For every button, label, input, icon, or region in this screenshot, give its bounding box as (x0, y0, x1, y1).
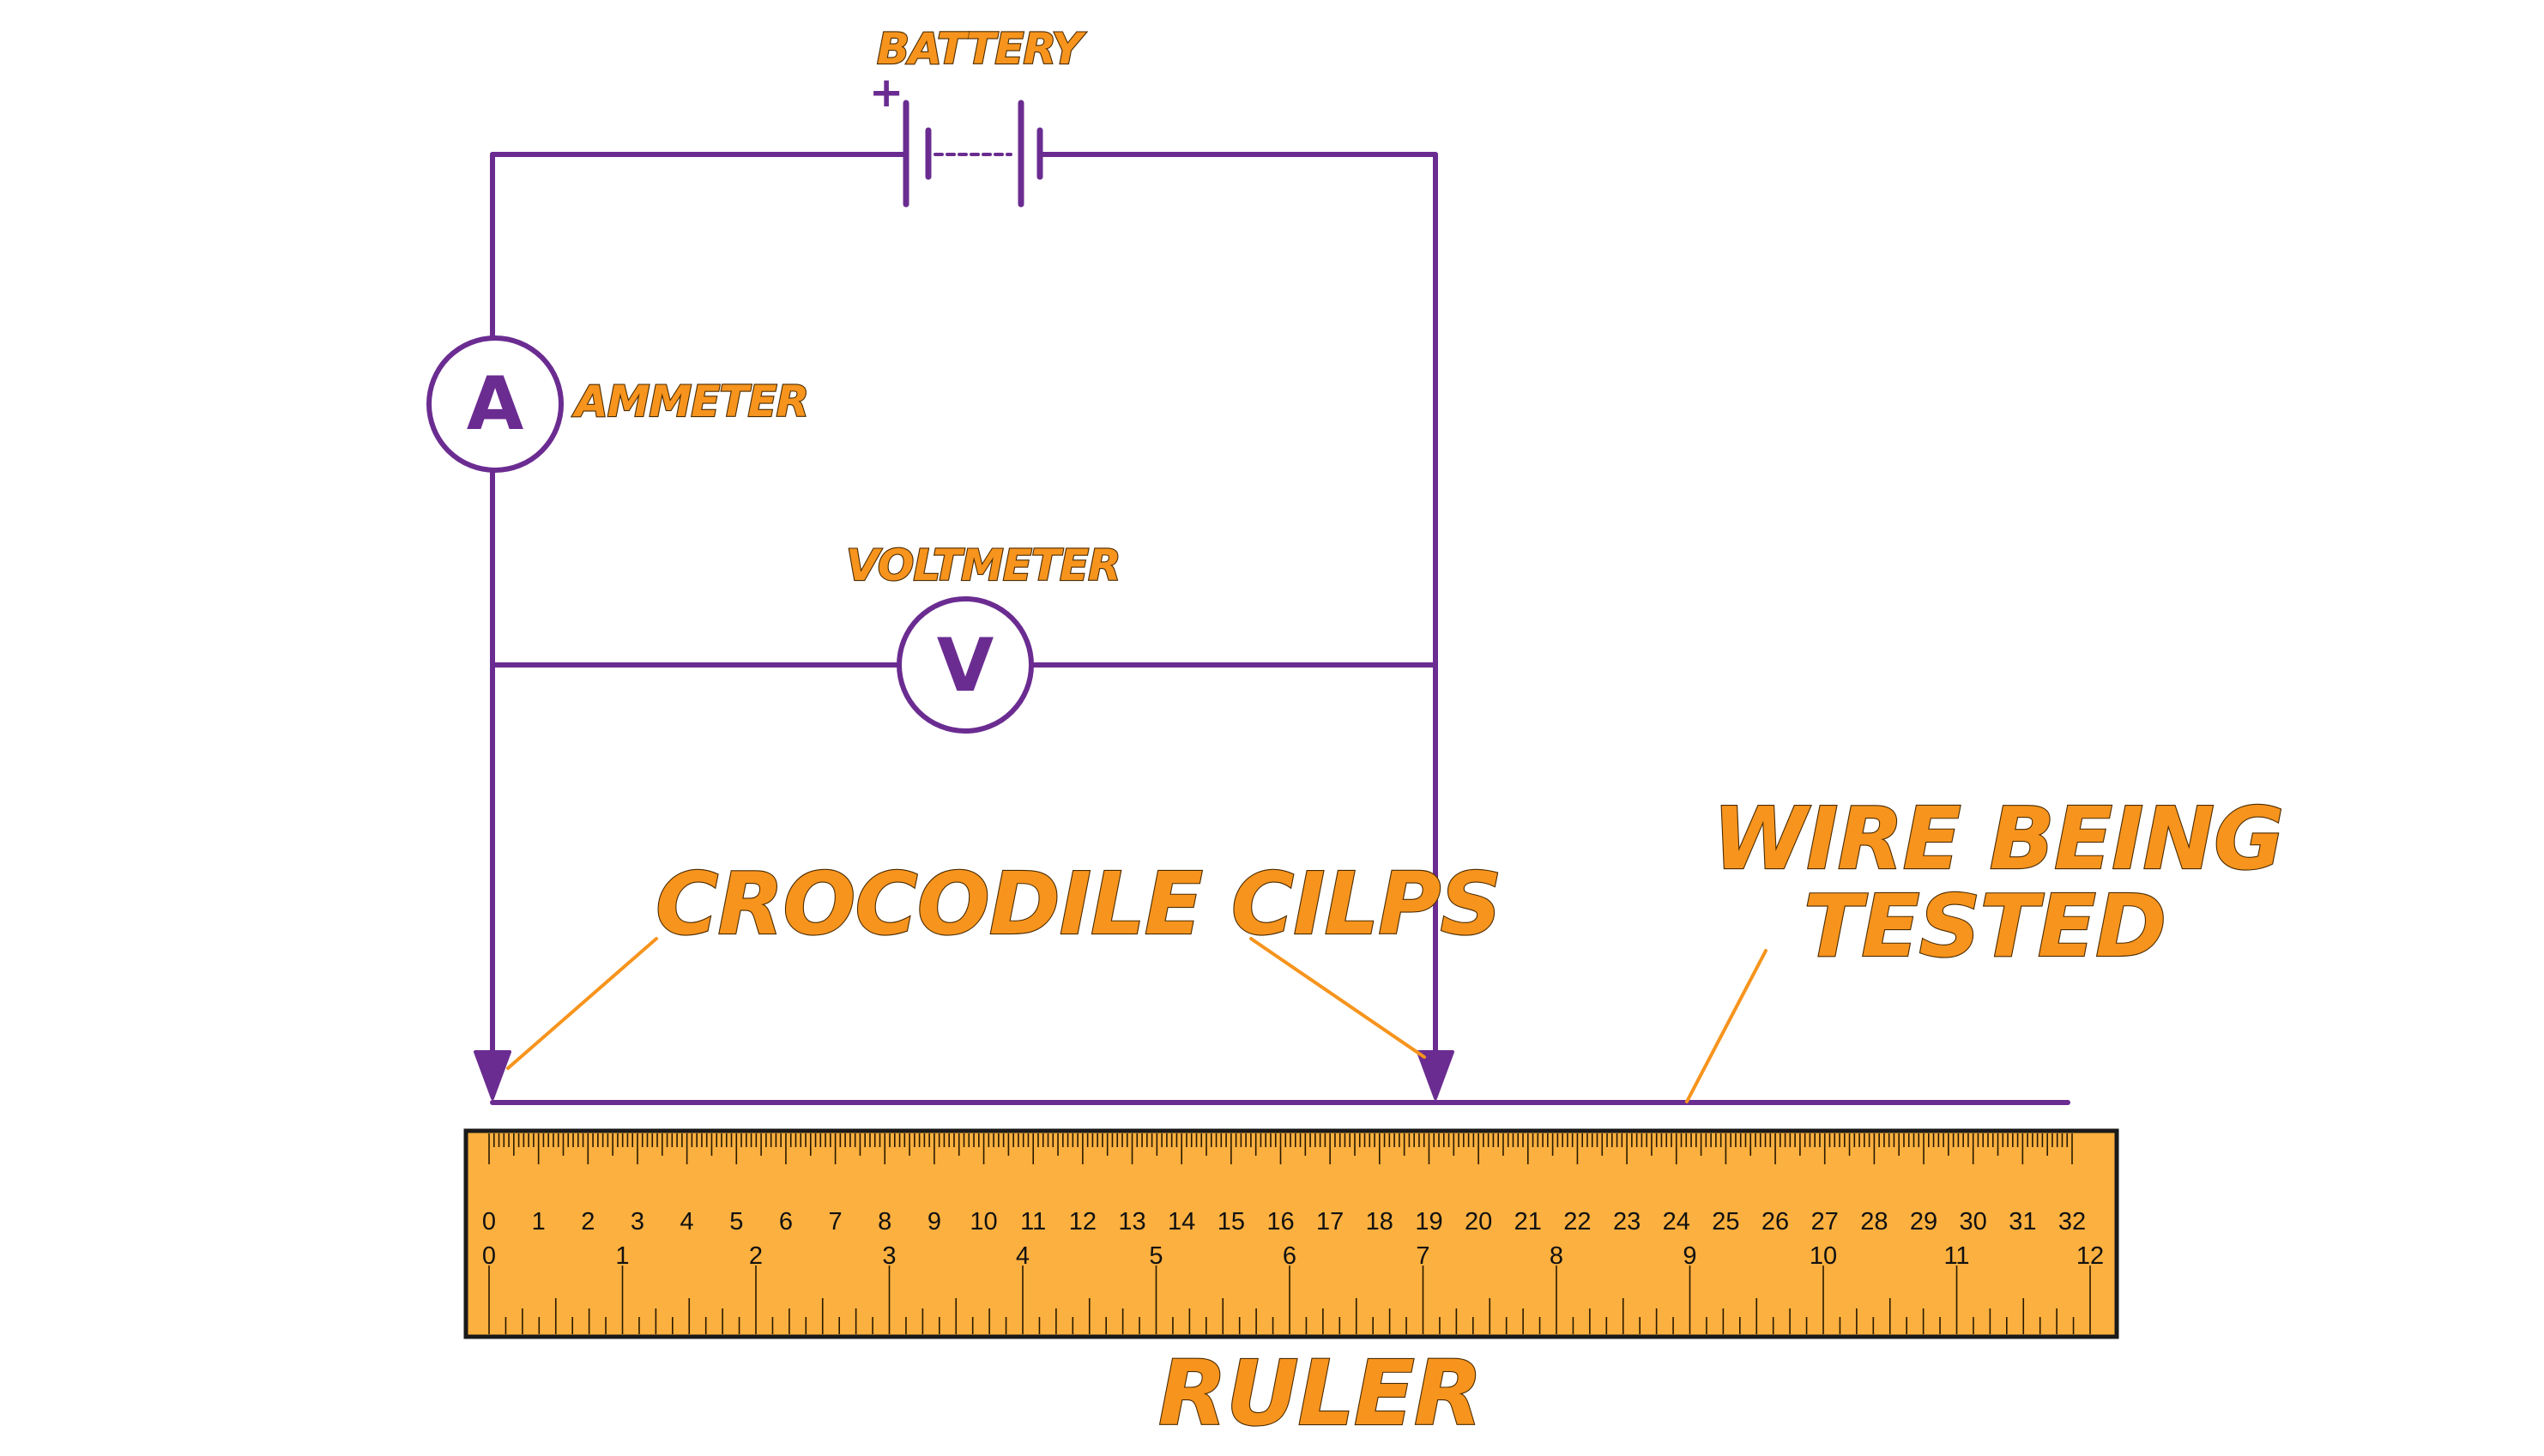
ammeter-symbol: A (467, 361, 524, 447)
ruler-cm-number: 4 (680, 1208, 694, 1235)
ruler-cm-number: 2 (581, 1208, 595, 1235)
ruler-cm-number: 30 (1960, 1208, 1987, 1235)
ruler-cm-number: 6 (779, 1208, 793, 1235)
ruler-cm-number: 26 (1761, 1208, 1789, 1235)
ruler-cm-number: 32 (2058, 1208, 2086, 1235)
ammeter-circle (426, 335, 564, 473)
ruler-cm-number: 24 (1663, 1208, 1690, 1235)
ruler-cm-number: 29 (1910, 1208, 1937, 1235)
ruler-inch-number: 11 (1943, 1242, 1969, 1270)
ruler-cm-number: 7 (829, 1208, 843, 1235)
ruler-cm-number: 17 (1316, 1208, 1344, 1235)
ruler-inch-number: 9 (1683, 1242, 1696, 1270)
ruler-cm-number: 5 (729, 1208, 743, 1235)
ruler-cm-number: 14 (1168, 1208, 1195, 1235)
ruler-cm-number: 1 (532, 1208, 546, 1235)
crocodile-clips-label: CROCODILE CILPS (656, 854, 1502, 954)
ruler-inch-number: 0 (482, 1242, 496, 1270)
ruler-cm-number: 31 (2009, 1208, 2036, 1235)
voltmeter-circle (897, 596, 1034, 734)
ruler-cm-number: 23 (1613, 1208, 1641, 1235)
battery-plus-sign: + (869, 69, 903, 117)
crocodile-clip-left (474, 1050, 511, 1100)
pointer-test-wire (1685, 949, 1768, 1103)
ruler-inch-number: 5 (1149, 1242, 1163, 1270)
ruler-inch-number: 4 (1016, 1242, 1030, 1270)
crocodile-clip-right (1417, 1050, 1454, 1100)
voltmeter: V (897, 596, 1034, 734)
ruler-inch-number: 6 (1283, 1242, 1296, 1270)
ruler-inch-number: 12 (2076, 1242, 2104, 1270)
circuit-wires (490, 152, 2070, 1105)
ruler-cm-number: 20 (1465, 1208, 1492, 1235)
ruler-cm-number: 0 (482, 1208, 496, 1235)
ruler-cm-number: 22 (1563, 1208, 1591, 1235)
ruler-cm-number: 15 (1218, 1208, 1245, 1235)
ruler-inch-number: 2 (749, 1242, 763, 1270)
ruler-cm-number: 21 (1514, 1208, 1542, 1235)
ruler-body (463, 1128, 2119, 1339)
wire-label-line2: TESTED (1804, 876, 2166, 976)
ruler-inch-number: 8 (1550, 1242, 1563, 1270)
pointer-lines (506, 937, 1768, 1103)
ruler-cm-number: 8 (878, 1208, 891, 1235)
wire-label-line1: WIRE BEING (1713, 788, 2283, 889)
ruler-cm-number: 9 (928, 1208, 941, 1235)
voltmeter-label: VOLTMETER (846, 541, 1121, 590)
ruler-ticks (488, 1133, 2091, 1334)
voltmeter-symbol: V (937, 623, 994, 709)
ruler-cm-number: 19 (1415, 1208, 1442, 1235)
ruler-cm-number: 13 (1118, 1208, 1145, 1235)
ruler-cm-number: 12 (1069, 1208, 1097, 1235)
ammeter-label: AMMETER (571, 377, 808, 426)
ruler-cm-number: 10 (970, 1208, 997, 1235)
ruler-cm-number: 11 (1020, 1208, 1046, 1235)
ruler-inch-number: 3 (882, 1242, 896, 1270)
battery-symbol (903, 100, 1043, 208)
ruler-cm-number: 25 (1712, 1208, 1739, 1235)
ruler-cm-number: 16 (1266, 1208, 1294, 1235)
ruler-cm-number: 3 (631, 1208, 644, 1235)
ruler-cm-number: 27 (1811, 1208, 1839, 1235)
pointer-right-clip (1249, 937, 1426, 1059)
ruler-inch-number: 1 (615, 1242, 629, 1270)
pointer-left-clip (506, 937, 658, 1070)
ruler-inch-number: 7 (1416, 1242, 1429, 1270)
ammeter: A (426, 335, 564, 473)
ruler-cm-number: 28 (1860, 1208, 1888, 1235)
ruler-inch-number: 10 (1810, 1242, 1837, 1270)
ruler-cm-number: 18 (1366, 1208, 1393, 1235)
battery-label: BATTERY (877, 24, 1086, 74)
ruler-label: RULER (1158, 1341, 1482, 1446)
